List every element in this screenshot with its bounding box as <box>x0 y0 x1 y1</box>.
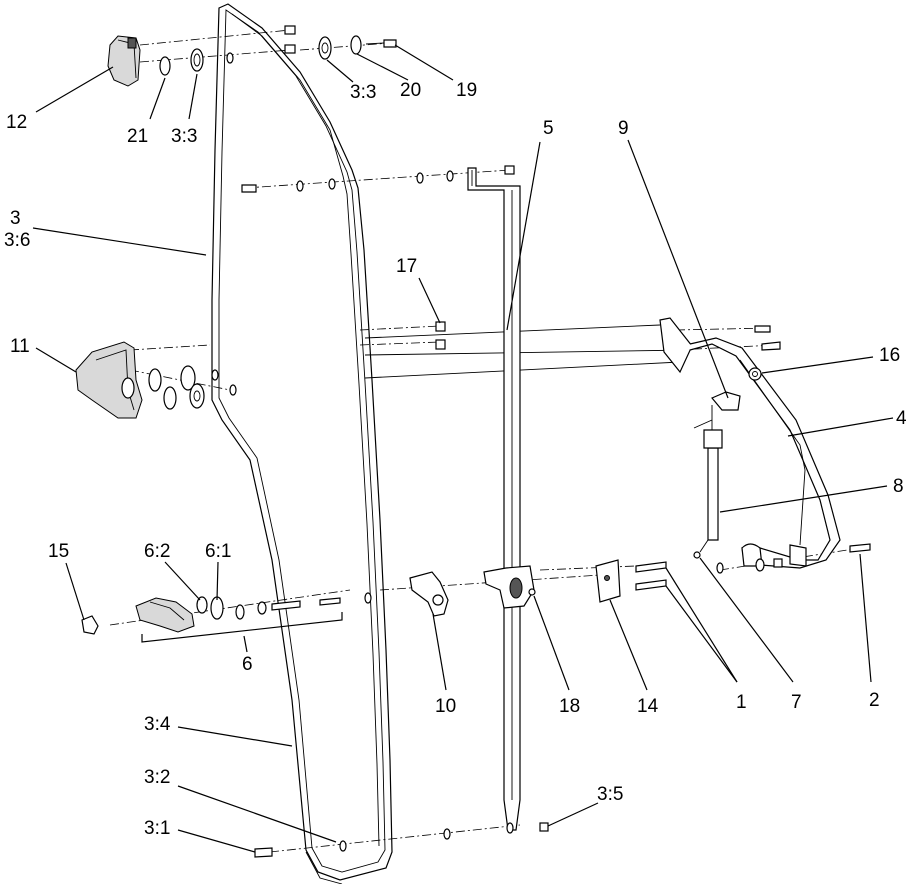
callout-3-3-left: 3:3 <box>171 126 197 147</box>
bolts-right-upper <box>754 325 781 351</box>
callout-3-3-right: 3:3 <box>350 82 376 103</box>
callout-3-5: 3:5 <box>597 784 623 805</box>
callout-10: 10 <box>435 696 456 717</box>
handle-part-11 <box>75 341 143 419</box>
callout-2: 2 <box>869 690 880 711</box>
top-hinge-part-12 <box>107 35 141 87</box>
callout-14: 14 <box>637 696 659 717</box>
latch-rod-5 <box>467 167 521 831</box>
callout-12: 12 <box>6 112 27 133</box>
bottom-hardware <box>254 822 549 858</box>
bolt-2 <box>716 543 871 574</box>
callout-6-2: 6:2 <box>144 541 170 562</box>
callout-18: 18 <box>559 696 580 717</box>
callout-17: 17 <box>396 256 417 277</box>
callout-1: 1 <box>736 692 747 713</box>
nut-16 <box>748 367 762 381</box>
callout-3: 3 <box>10 208 21 229</box>
gas-spring-8 <box>693 391 741 559</box>
nuts-17 <box>435 321 446 350</box>
callout-9: 9 <box>618 118 629 139</box>
callout-3-1: 3:1 <box>144 818 170 839</box>
callout-3-2: 3:2 <box>144 767 170 788</box>
leader-lines <box>32 44 894 853</box>
callout-19: 19 <box>456 80 477 101</box>
striker-18 <box>483 565 536 609</box>
callout-6: 6 <box>242 654 253 675</box>
plate-14 <box>595 559 621 603</box>
upper-bolt-row <box>241 165 515 193</box>
bracket-10 <box>409 571 449 617</box>
callout-8: 8 <box>893 476 904 497</box>
bolts-1 <box>635 561 667 591</box>
lower-latch-6 <box>81 592 372 635</box>
callout-15: 15 <box>48 541 69 562</box>
washers-mid-left <box>148 365 237 410</box>
callout-21: 21 <box>127 126 148 147</box>
callout-5: 5 <box>543 118 554 139</box>
callout-7: 7 <box>791 692 802 713</box>
callout-labels: 12 21 3:3 3:3 20 19 3 3:6 5 9 17 11 16 4… <box>4 80 907 839</box>
top-hardware-right <box>284 25 397 60</box>
door-panel <box>211 3 393 884</box>
callout-3-4: 3:4 <box>144 714 171 735</box>
callout-6-1: 6:1 <box>205 541 231 562</box>
callout-3-6: 3:6 <box>4 230 30 251</box>
callout-4: 4 <box>896 408 907 429</box>
frame-part-4 <box>659 317 841 572</box>
washers-top-left <box>159 48 234 76</box>
callout-11: 11 <box>10 336 30 357</box>
callout-16: 16 <box>879 345 900 366</box>
callout-20: 20 <box>400 80 421 101</box>
